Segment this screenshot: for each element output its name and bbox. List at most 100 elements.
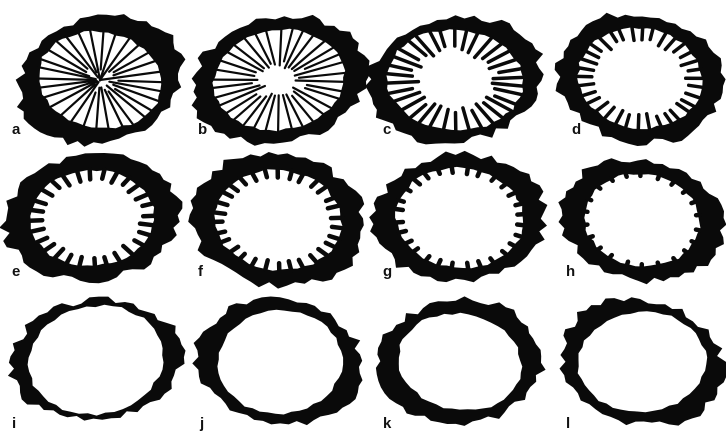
septum-line	[386, 74, 412, 77]
septum-line	[658, 263, 659, 266]
septum-line	[289, 261, 291, 270]
septum-line	[216, 202, 227, 205]
septum-line	[398, 200, 404, 202]
panel-i: i	[8, 297, 186, 432]
panel-l: l	[560, 297, 726, 432]
septum-line	[510, 243, 516, 246]
panel-g: g	[369, 151, 547, 282]
septum-line	[139, 232, 150, 235]
septum-line	[493, 77, 524, 78]
septum-line	[37, 79, 94, 80]
septum-line	[290, 171, 292, 179]
panel-label: l	[566, 415, 570, 432]
septum-line	[689, 85, 703, 87]
septum-line	[516, 204, 522, 205]
septum-line	[265, 169, 267, 177]
septum-line	[589, 236, 593, 237]
septum-line	[265, 260, 267, 269]
septum-line	[490, 258, 494, 263]
panel-k: k	[376, 296, 546, 432]
septum-line	[584, 211, 588, 212]
septum-line	[517, 225, 525, 226]
panel-d: d	[555, 13, 726, 146]
septum-line	[452, 167, 453, 173]
septum-line	[598, 187, 601, 189]
septum-line	[326, 198, 335, 201]
septum-line	[502, 184, 507, 188]
panel-label: f	[198, 263, 204, 280]
septum-line	[90, 169, 91, 179]
panel-label: d	[572, 121, 581, 138]
septum-line	[425, 174, 429, 179]
septum-line	[221, 239, 229, 242]
septum-line	[396, 222, 403, 223]
septum-line	[296, 81, 346, 82]
panel-label: g	[383, 263, 392, 280]
septum-line	[632, 27, 634, 41]
septum-line	[638, 115, 639, 129]
septum-line	[683, 191, 686, 193]
panel-label: i	[12, 415, 16, 432]
panel-label: h	[566, 263, 575, 280]
panel-c: c	[366, 15, 544, 144]
septum-line	[213, 212, 225, 214]
septum-line	[626, 174, 627, 177]
septum-line	[438, 260, 440, 265]
septum-line	[658, 176, 659, 179]
panel-label: b	[198, 121, 207, 138]
septum-line	[672, 182, 674, 185]
panel-a: a	[12, 14, 185, 147]
septum-line	[478, 261, 481, 267]
septum-line	[684, 250, 687, 252]
panel-e: e	[0, 153, 182, 283]
septum-line	[386, 82, 418, 84]
panel-j: j	[192, 297, 362, 433]
septum-line	[278, 95, 279, 131]
panel-label: j	[199, 415, 204, 432]
septum-line	[438, 169, 440, 174]
septum-line	[598, 248, 601, 250]
septum-line	[30, 210, 43, 212]
septum-line	[29, 220, 42, 221]
septum-line	[467, 168, 468, 174]
septum-line	[517, 214, 524, 215]
septum-line	[118, 81, 162, 83]
septum-line	[452, 263, 453, 269]
septum-line	[142, 203, 153, 206]
septum-line	[413, 248, 418, 251]
septum-line	[399, 231, 406, 233]
panel-label: k	[383, 415, 392, 432]
septum-line	[588, 199, 592, 200]
septum-line	[94, 258, 95, 267]
septum-line	[102, 170, 104, 179]
septum-line	[578, 84, 593, 86]
septum-line	[502, 251, 507, 255]
panel-label: a	[12, 121, 21, 138]
septum-line	[688, 69, 701, 71]
septum-line	[104, 257, 107, 265]
septum-line	[328, 206, 340, 209]
panel-label: e	[12, 263, 20, 280]
septum-line	[426, 256, 429, 260]
septum-line	[467, 263, 468, 269]
septum-line	[405, 241, 411, 244]
septum-line	[216, 232, 225, 234]
panel-b: b	[192, 15, 370, 146]
panel-h: h	[558, 158, 726, 284]
septum-line	[492, 177, 496, 181]
septum-line	[611, 178, 613, 180]
septum-line	[610, 255, 612, 258]
septum-line	[332, 227, 343, 228]
septum-line	[627, 262, 628, 265]
septum-line	[692, 202, 695, 203]
septum-line	[692, 241, 696, 243]
septum-line	[395, 209, 402, 210]
septum-line	[642, 27, 643, 40]
septum-line	[509, 193, 515, 196]
septum-line	[79, 257, 81, 266]
septum-line	[405, 188, 410, 191]
septum-line	[478, 170, 481, 176]
panel-label: c	[383, 121, 391, 138]
septum-line	[140, 224, 154, 226]
